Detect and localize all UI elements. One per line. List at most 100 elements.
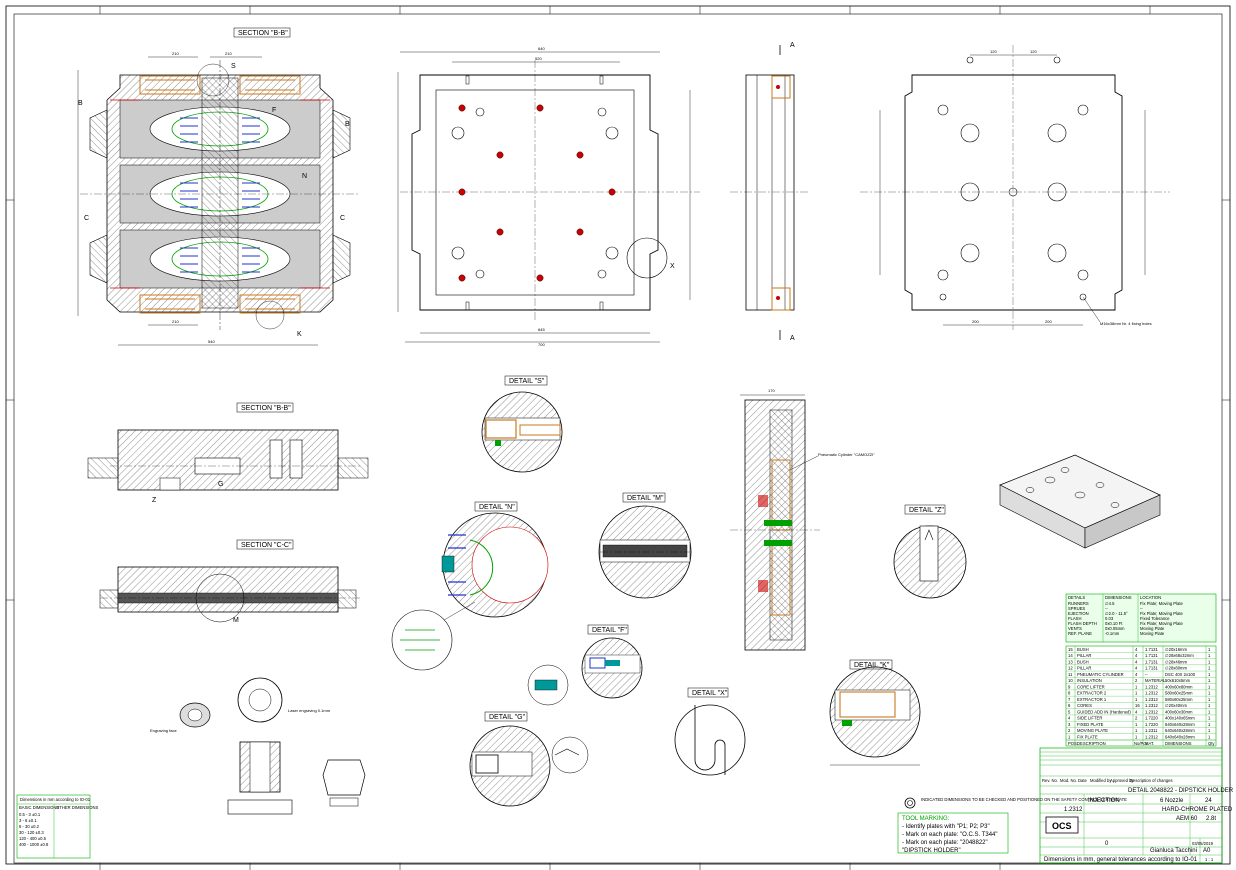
section-cc-title: SECTION "C-C": [241, 542, 292, 549]
rev-h2: Date: [1078, 778, 1088, 783]
bom-cell: 400x60x30mm: [1165, 709, 1193, 714]
notes-area: INDICATED DIMENSIONS TO BE CHECKED AND P…: [897, 797, 1127, 854]
bom-cell: 5: [1068, 709, 1071, 714]
details-table: DETAILS DIMENSIONS LOCATION RUNNERS ∅4.5…: [1065, 593, 1217, 643]
dt-r2c2: Fix Plate; Moving Plate: [1140, 611, 1183, 616]
tb-title: DETAIL 2048822 - DIPSTICK HOLDER: [1128, 788, 1234, 794]
bom-cell: 13: [1068, 659, 1073, 664]
bom-cell: 400x140x65mm: [1165, 716, 1195, 721]
bom-cell: 1.7220: [1145, 716, 1158, 721]
bom-cell: 11: [1068, 672, 1073, 677]
bom-cell: 2: [1135, 716, 1138, 721]
bom-cell: 640x640x28mm: [1165, 722, 1195, 727]
dt-r6c2: Moving Plate: [1140, 631, 1165, 636]
tb-company: OCS: [1052, 821, 1072, 831]
bom-cell: 1.7131: [1145, 647, 1158, 652]
cut-b-right: B: [345, 121, 350, 128]
tol-row-5: 400 - 1000 ±0.8: [19, 842, 49, 847]
section-cc-view: SECTION "C-C" M: [99, 539, 360, 624]
bom-cell: 1: [1208, 684, 1211, 689]
bom-cell: ∅28x68x32mm: [1165, 653, 1194, 658]
tol-header-other: OTHER DIMENSIONS: [56, 805, 99, 810]
note-pneumatic: Pneumatic Cylinder "CAMOZZI": [818, 452, 875, 457]
moving-plate-plan-view: 120 120 200 200 M16x38mm Nr. 4 fixing ho…: [860, 45, 1170, 330]
detail-n-title: DETAIL "N": [479, 504, 515, 511]
dim-120-right: 120: [1030, 49, 1037, 54]
detail-k-title: DETAIL "K": [854, 662, 890, 669]
bom-cell: 1: [1208, 722, 1211, 727]
note-engraving: Engraving face: [150, 728, 177, 733]
rev-h4: Approved by: [1110, 778, 1134, 783]
tolerance-table: Dimensions in mm according to IO-01 BASI…: [16, 794, 99, 859]
dim-120-left: 120: [990, 49, 997, 54]
bom-cell: --: [1145, 672, 1148, 677]
dt-r0c0: RUNNERS: [1068, 601, 1089, 606]
note-hidden-dims: INDICATED DIMENSIONS TO BE CHECKED AND P…: [921, 797, 1127, 802]
cut-b-left: B: [78, 100, 83, 107]
dim-200-right: 200: [1045, 319, 1052, 324]
bom-cell: 16: [1135, 703, 1140, 708]
bom-cell: PILLAR: [1077, 666, 1091, 671]
bom-cell: PILLAR: [1077, 653, 1091, 658]
rev-h1: Mod. No.: [1060, 778, 1077, 783]
bom-cell: 6: [1068, 703, 1071, 708]
bom-cell: BUSH: [1077, 647, 1089, 652]
bom-cell: 4: [1135, 653, 1138, 658]
dt-rows: RUNNERS ∅4.5 Fix Plate; Moving Plate SPR…: [1068, 601, 1183, 636]
dt-r4c2: Fix Plate; Moving Plate: [1140, 621, 1183, 626]
bom-cell: ∅20x40mm: [1165, 703, 1188, 708]
tb-rev: 0: [1105, 841, 1109, 847]
label-f: F: [272, 107, 276, 114]
side-view-a: A A: [730, 42, 810, 342]
dt-r1c1: --: [1105, 606, 1108, 611]
bom-footer-pos: POS.: [1068, 741, 1078, 746]
bom-cell: 1: [1135, 735, 1138, 740]
tb-scale: 1 : 1: [1205, 857, 1214, 862]
bom-cell: 1: [1208, 647, 1211, 652]
bom-cell: 1: [1208, 716, 1211, 721]
tb-weight: 2.8t: [1206, 816, 1216, 822]
dim-200-left: 200: [972, 319, 979, 324]
bom-cell: 2: [1068, 728, 1071, 733]
dim-540-bottom: 540: [208, 339, 215, 344]
detail-m-title: DETAIL "M": [627, 495, 664, 502]
bom-cell: BUSH: [1077, 659, 1089, 664]
bom-footer-mat: MAT.: [1145, 741, 1154, 746]
dim-210-bottom: 210: [172, 319, 179, 324]
bom-cell: 4: [1135, 647, 1138, 652]
label-m: M: [233, 617, 239, 624]
tool-marking-title: TOOL MARKING:: [902, 816, 950, 822]
bom-cell: 400x60x80mm: [1165, 684, 1193, 689]
bom-cell: 1.7131: [1145, 659, 1158, 664]
bom-cell: 4: [1135, 659, 1138, 664]
bom-cell: 50x610x5mm: [1165, 678, 1191, 683]
detail-z-title: DETAIL "Z": [909, 507, 944, 514]
bom-cell: 640x640x28mm: [1165, 735, 1195, 740]
bom-cell: 15: [1068, 647, 1073, 652]
bom-cell: 1: [1208, 728, 1211, 733]
detail-f-view: DETAIL "F": [527, 624, 643, 706]
section-bb-small-title: SECTION "B-B": [241, 405, 291, 412]
tool-marking-line-2: - Mark on each plate: "2048822": [902, 840, 988, 846]
detail-g-title: DETAIL "G": [489, 714, 526, 721]
section-bb-main-title: SECTION "B-B": [238, 30, 288, 37]
tb-date: 03/05/2019: [1192, 841, 1214, 846]
detail-n-view: DETAIL "N": [391, 501, 549, 671]
bom-cell: 4: [1135, 666, 1138, 671]
tol-row-3: 30 - 120 ±0.3: [19, 830, 44, 835]
bom-cell: ∅28x46mm: [1165, 659, 1188, 664]
bom-cell: 1.7131: [1145, 653, 1158, 658]
section-bb-small-view: SECTION "B-B" Z G: [87, 402, 369, 504]
bom-cell: 1.2312: [1145, 735, 1158, 740]
bom-cell: 1.2312: [1145, 691, 1158, 696]
bom-cell: ∅20x16mm: [1165, 647, 1188, 652]
dim-170: 170: [768, 388, 775, 393]
dt-r3c2: Fixed Tolerance: [1140, 616, 1170, 621]
sheet-border: [5, 5, 1231, 865]
detail-m-view: DETAIL "M": [598, 492, 692, 599]
detail-g-view: DETAIL "G": [469, 711, 589, 807]
tb-tolerances: Dimensions in mm, general tolerances acc…: [1044, 857, 1198, 863]
bom-cell: 1.2312: [1145, 709, 1158, 714]
dt-r3c0: FLASH: [1068, 616, 1082, 621]
